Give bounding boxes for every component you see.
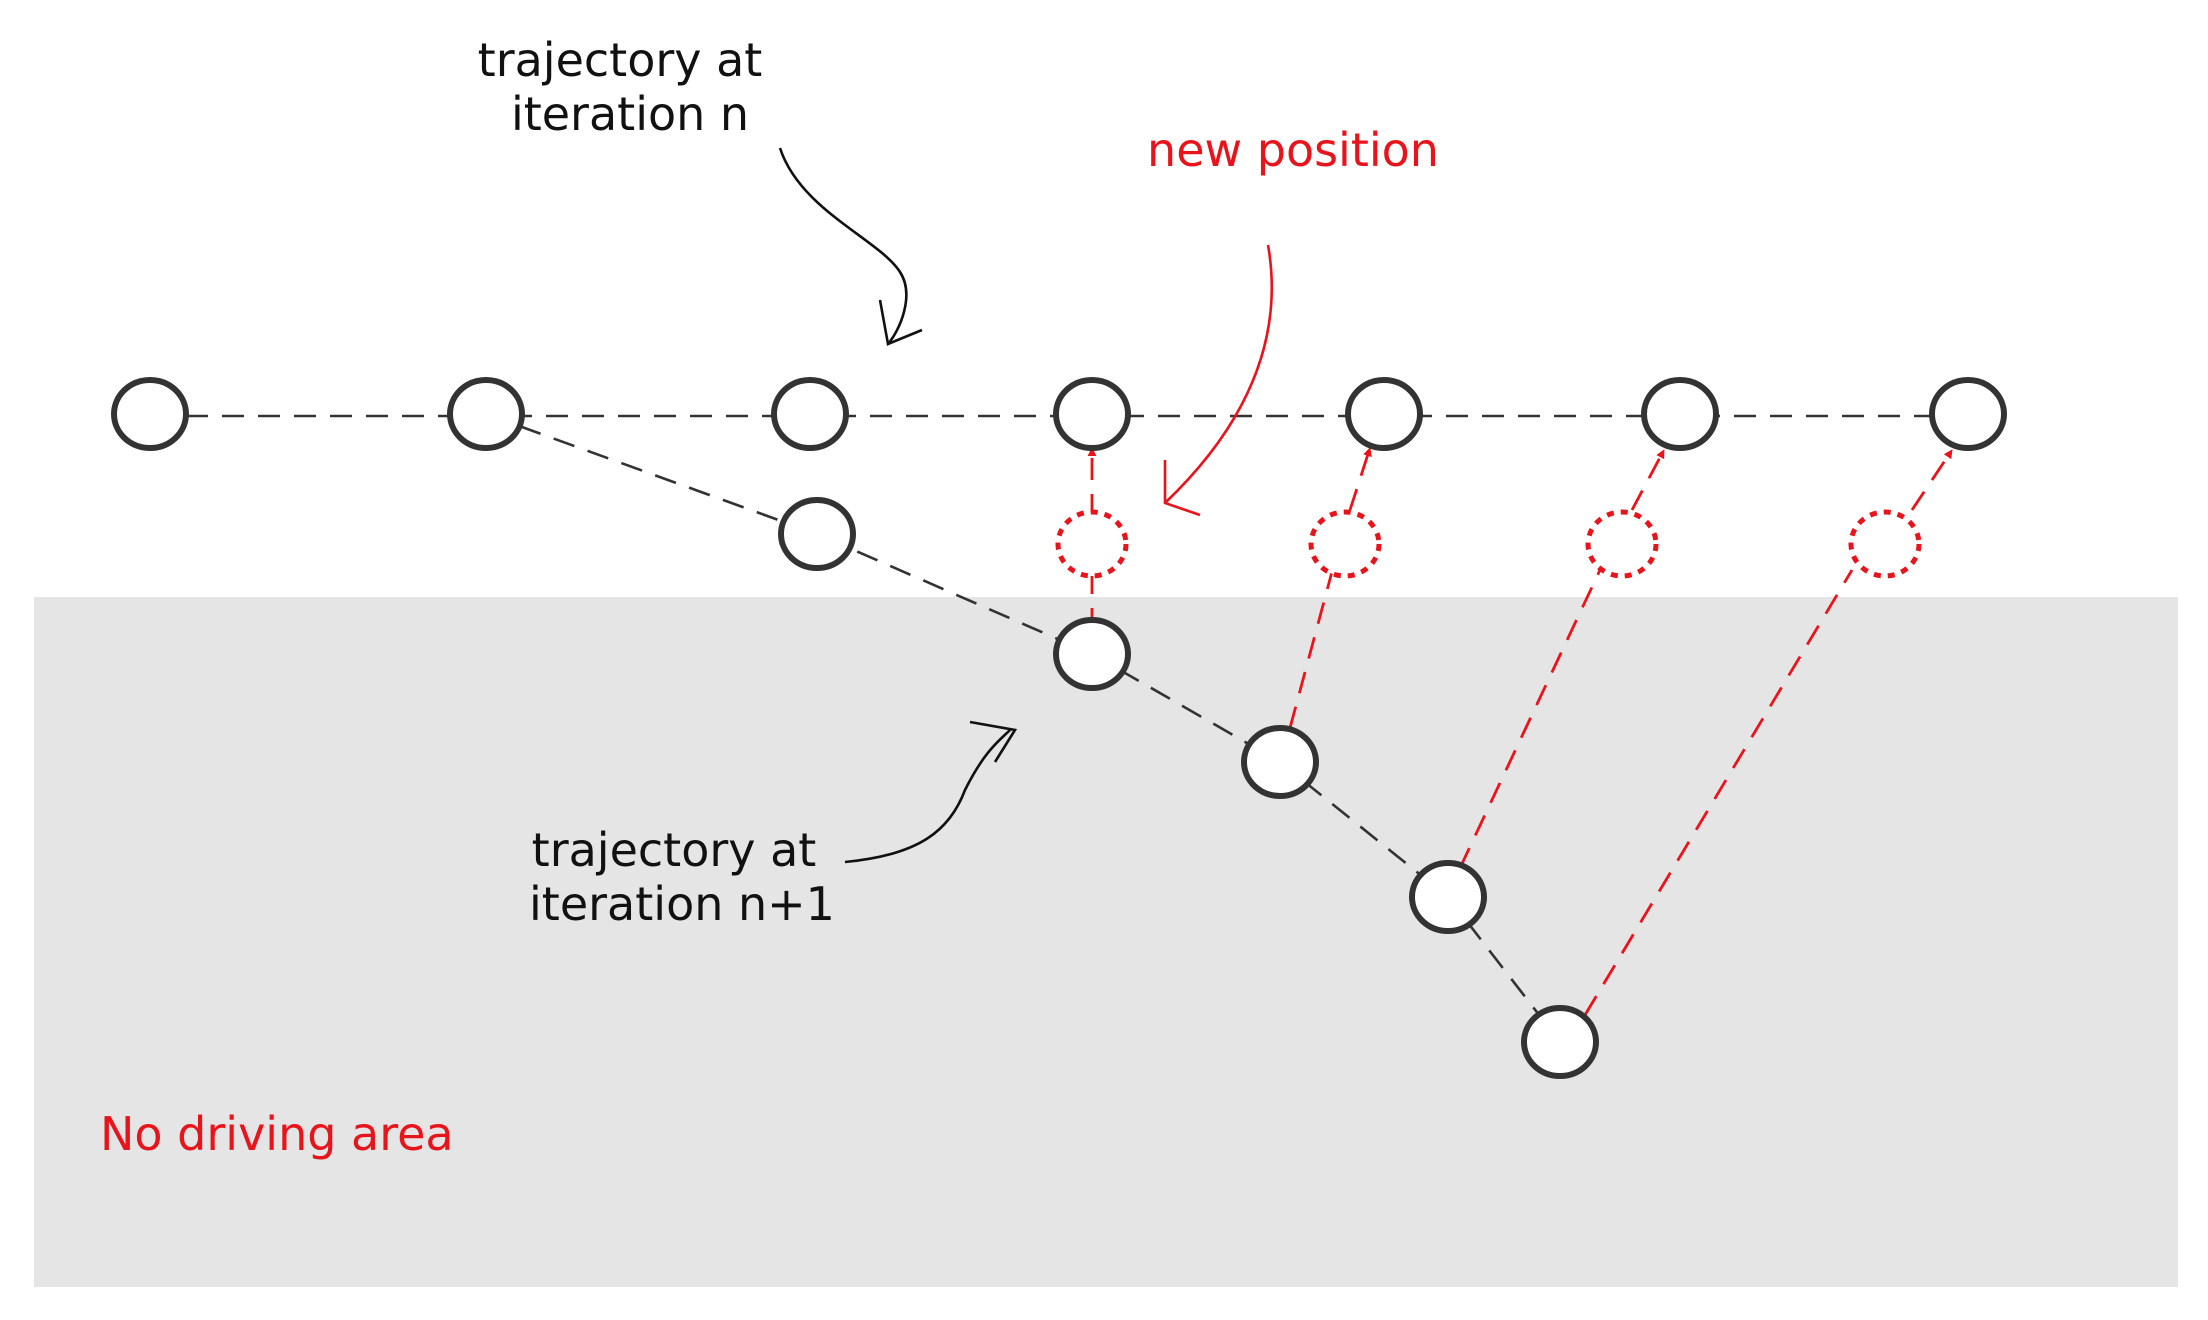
annotation-arrow-trajectory-n [778,147,908,345]
link-to-new-position-2 [1288,567,1335,729]
label-trajectory-n-line1: trajectory at [478,33,763,87]
trajectory-n1-node [1521,1005,1599,1079]
trajectory-n-node [771,377,849,451]
trajectory-n-node [1053,377,1131,451]
annotation-arrow-new-position [1164,244,1274,504]
trajectory-n1-node [1053,617,1131,691]
label-trajectory-n1-line2: iteration n+1 [529,877,835,931]
annotation-arrowhead-trajectory-n [878,299,923,346]
intermediate-position [1308,509,1382,579]
trajectory-n-node [111,377,189,451]
annotation-arrowhead-new-position [1163,460,1201,517]
trajectory-n1-line [485,412,1562,1043]
link-to-new-position-2-up [1348,447,1372,511]
intermediate-position [1055,509,1129,579]
trajectory-n-node [447,377,525,451]
trajectory-n-node [1929,377,2007,451]
label-trajectory-n1-line1: trajectory at [532,823,817,877]
trajectory-n1-node [778,497,856,571]
label-new-position: new position [1147,123,1439,177]
no-driving-area-region [34,597,2178,1287]
annotation-arrow-trajectory-n1 [844,729,1011,864]
link-to-new-position-3-up [1630,449,1666,511]
link-to-new-position-4-up [1910,449,1954,511]
label-trajectory-n-line2: iteration n [511,87,749,141]
link-to-new-position-3 [1458,569,1602,869]
intermediate-position [1585,509,1659,579]
trajectory-n-node [1345,377,1423,451]
trajectory-n1-node [1409,860,1487,934]
annotation-arrowhead-trajectory-n1 [969,720,1018,763]
link-to-new-position-4 [1583,569,1854,1016]
intermediate-position [1848,509,1922,579]
label-no-driving-area: No driving area [100,1107,454,1161]
trajectory-n1-node [1241,725,1319,799]
trajectory-n-node [1641,377,1719,451]
